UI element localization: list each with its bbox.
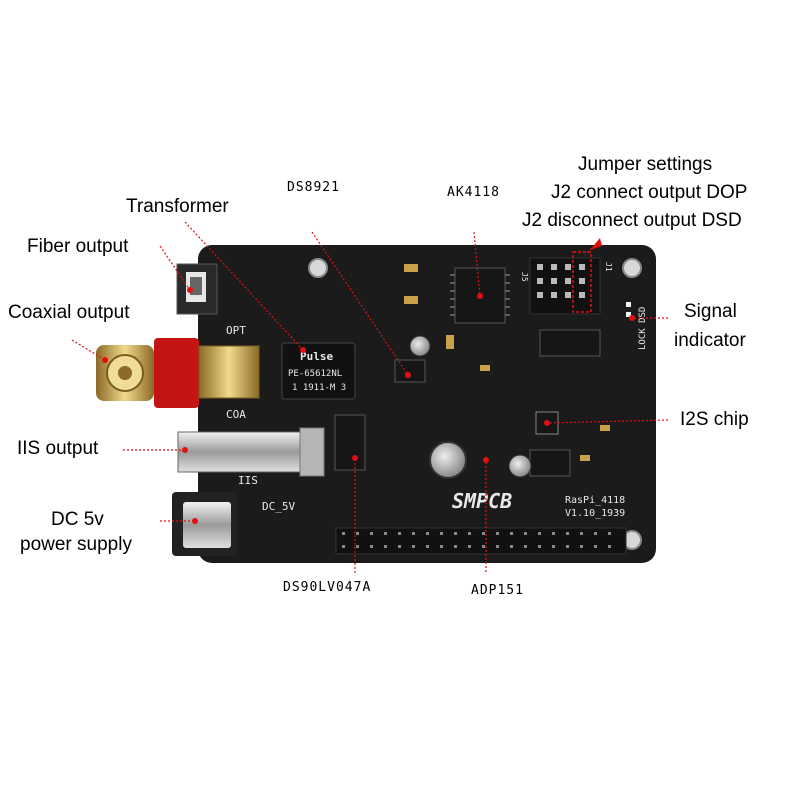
silk-version: V1.10_1939 [565,508,625,519]
mounting-hole [622,258,642,278]
label-iis-output: IIS output [17,438,99,459]
electrolytic-capacitor [429,441,467,479]
capacitor [508,454,532,478]
jumper-j2-highlight [572,251,592,313]
silk-j1: J1 [604,262,613,272]
ic-chip [539,329,601,357]
label-dc-5v: DC 5v [51,509,104,530]
label-ds90lv047a: DS90LV047A [283,580,372,595]
transformer-brand: Pulse [300,350,333,363]
silk-lock-dsd: LOCK DSD [638,307,648,350]
silk-j5: J5 [520,272,529,282]
signal-led [626,312,631,317]
coaxial-red-body [154,338,199,408]
ds8921-chip [394,359,426,383]
label-power-supply: power supply [20,534,132,555]
silk-brand: SMPCB [452,489,512,513]
capacitor [409,335,431,357]
silk-model: RasPi_4118 [565,495,625,506]
signal-led [626,302,631,307]
label-indicator: indicator [674,330,746,351]
label-ak4118: AK4118 [447,185,500,200]
label-transformer: Transformer [126,196,229,217]
gpio-header [335,527,627,555]
transformer-code: 1 1911-M 3 [292,383,346,393]
iis-connector [177,431,319,473]
ds90lv047a-chip [334,414,366,471]
leader-lines [71,221,669,573]
jumper-arrow-icon [590,238,602,250]
label-ds8921: DS8921 [287,180,340,195]
pcb-board [198,245,656,563]
label-jumper-disconnect: J2 disconnect output DSD [522,210,742,231]
label-signal: Signal [684,301,737,322]
label-jumper-connect: J2 connect output DOP [551,182,748,203]
transformer-part: PE-65612NL [288,369,342,379]
silk-dc: DC_5V [262,500,295,513]
label-adp151: ADP151 [471,583,524,598]
label-coaxial-output: Coaxial output [8,302,130,323]
label-jumper-title: Jumper settings [578,154,713,175]
silk-coa: COA [226,408,246,421]
ic-chip [529,449,571,477]
pulse-transformer [281,342,356,400]
silk-opt: OPT [226,324,246,337]
silk-iis: IIS [238,474,258,487]
mounting-hole [308,258,328,278]
label-i2s-chip: I2S chip [680,409,749,430]
label-fiber-output: Fiber output [27,236,129,257]
leader-dots [102,287,635,524]
